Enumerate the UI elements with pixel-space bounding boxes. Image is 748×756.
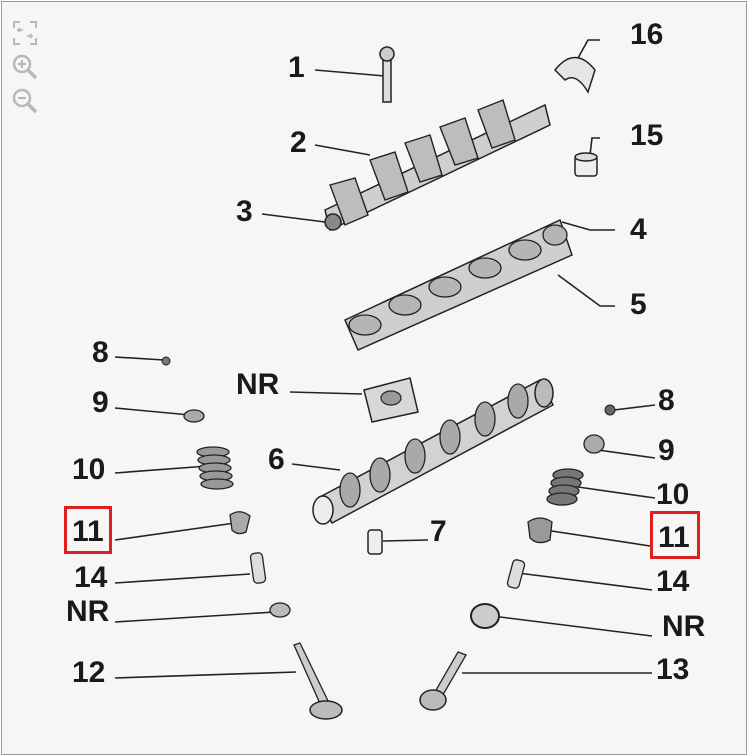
highlight-box-right (650, 511, 700, 559)
callout-5: 5 (630, 288, 647, 321)
callout-8-right: 8 (658, 384, 675, 417)
parts-valve-train-right (419, 404, 616, 711)
callout-nr-left: NR (66, 595, 110, 628)
callout-14-left: 14 (74, 561, 108, 594)
part-dowel (367, 529, 383, 555)
zoom-out-icon[interactable] (10, 86, 40, 116)
callout-16: 16 (630, 18, 664, 51)
parts-valve-train-left (161, 356, 343, 720)
callout-8-left: 8 (92, 336, 109, 369)
callout-15: 15 (630, 119, 664, 152)
part-bush (574, 152, 598, 177)
callout-nr-right: NR (662, 610, 706, 643)
callout-2: 2 (290, 126, 307, 159)
part-rocker-shaft-upper (324, 99, 551, 232)
callout-3: 3 (236, 195, 253, 228)
part-bearing-cap (363, 377, 419, 423)
callout-14-right: 14 (656, 565, 690, 598)
callout-4: 4 (630, 213, 647, 246)
part-camshaft (312, 378, 555, 525)
callout-9-right: 9 (658, 434, 675, 467)
part-clip (553, 56, 596, 94)
callout-1: 1 (288, 51, 305, 84)
callout-nr-top: NR (236, 368, 280, 401)
fit-screen-icon[interactable] (10, 18, 40, 48)
callout-7: 7 (430, 515, 447, 548)
callout-12: 12 (72, 656, 106, 689)
callout-10-right: 10 (656, 478, 690, 511)
zoom-in-icon[interactable] (10, 52, 40, 82)
part-bolt (379, 46, 395, 103)
highlight-box-left (64, 506, 112, 554)
part-rocker-shaft-lower (344, 218, 573, 351)
callout-10-left: 10 (72, 453, 106, 486)
callout-11-right: 11 (658, 521, 690, 554)
callout-9-left: 9 (92, 386, 109, 419)
callout-13: 13 (656, 653, 690, 686)
callout-11-left: 11 (72, 515, 104, 548)
callout-6: 6 (268, 443, 285, 476)
leader-lines (114, 39, 656, 679)
